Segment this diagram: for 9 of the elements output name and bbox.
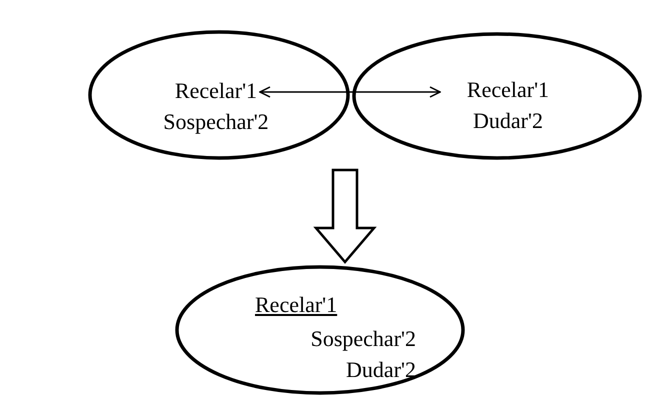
double-arrow (259, 86, 441, 98)
heading-text: Recelar'1 (255, 291, 338, 319)
ellipse-node (352, 32, 642, 160)
node-text: Sospechar'2 Dudar'2 (310, 325, 416, 384)
node-text: Recelar'1 Sospechar'2 (162, 77, 270, 136)
node-text: Recelar'1 Dudar'2 (466, 76, 550, 135)
ellipse-node (175, 265, 465, 395)
block-arrow (313, 168, 377, 264)
ellipse-node (88, 30, 350, 160)
